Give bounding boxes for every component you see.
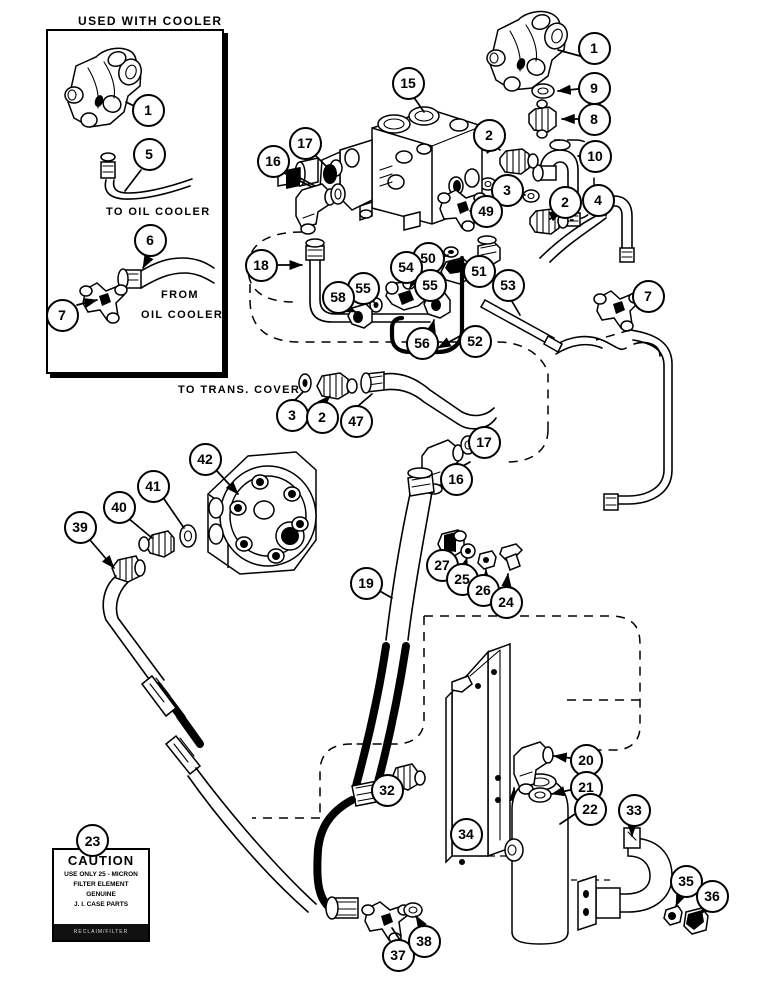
callout-1: 1 (131, 93, 165, 127)
callout-18: 18 (244, 248, 278, 282)
callout-4: 4 (581, 183, 615, 217)
inset-hose-to-cooler (100, 152, 193, 200)
callout-35: 35 (669, 864, 703, 898)
oring-3-mid (479, 177, 540, 203)
callout-24: 24 (489, 585, 523, 619)
inset-title: USED WITH COOLER (78, 14, 223, 28)
caution-line-1: USE ONLY 25 - MICRON (64, 871, 138, 878)
callout-40: 40 (102, 490, 136, 524)
dashed-outline-lower (424, 615, 641, 751)
callout-7: 7 (45, 298, 79, 332)
caution-line-4: J. I. CASE PARTS (73, 901, 129, 908)
callout-9: 9 (577, 71, 611, 105)
oring-21 (528, 786, 571, 803)
callout-8: 8 (577, 102, 611, 136)
callout-22: 22 (573, 792, 607, 826)
parts-cluster-50-56 (342, 235, 563, 355)
caution-decal: CAUTION USE ONLY 25 - MICRON FILTER ELEM… (52, 848, 150, 942)
callout-39: 39 (63, 510, 97, 544)
callout-1: 1 (577, 31, 611, 65)
callout-2: 2 (305, 400, 339, 434)
callout-49: 49 (469, 194, 503, 228)
callout-6: 6 (133, 223, 167, 257)
callout-36: 36 (695, 879, 729, 913)
tee-37 (361, 901, 427, 944)
tee-fitting-right (593, 290, 642, 332)
callout-15: 15 (391, 66, 425, 100)
callout-16: 16 (439, 462, 473, 496)
callout-34: 34 (449, 817, 483, 851)
callout-17: 17 (467, 425, 501, 459)
callout-7: 7 (631, 279, 665, 313)
callout-52: 52 (458, 324, 492, 358)
caution-line-3: GENUINE (86, 891, 116, 898)
caution-line-2: FILTER ELEMENT (73, 881, 129, 888)
inset-hose-from-cooler (117, 252, 215, 290)
callout-56: 56 (405, 326, 439, 360)
pump-assembly-top (486, 10, 581, 92)
hose-lower-left (313, 796, 359, 920)
label-from: FROM (161, 289, 199, 301)
callout-16: 16 (256, 144, 290, 178)
callout-38: 38 (407, 924, 441, 958)
caution-title: CAUTION (67, 853, 135, 868)
mounting-strap-33 (577, 821, 673, 932)
callout-19: 19 (349, 566, 383, 600)
oring-17-upper (330, 183, 346, 205)
strap-hardware (663, 891, 713, 935)
elbow-16-upper (295, 183, 336, 235)
elbow-20 (513, 741, 571, 795)
callout-47: 47 (339, 404, 373, 438)
suction-hose-19 (351, 467, 435, 807)
inset-tee-fitting (76, 282, 128, 324)
pump-inlet-parts (89, 495, 317, 913)
label-oil-cooler: OIL COOLER (141, 309, 224, 321)
caution-part-number-bar: RECLAIM/FILTER (54, 924, 148, 940)
tube-18 (275, 238, 431, 323)
callout-53: 53 (491, 268, 525, 302)
callout-55: 55 (413, 268, 447, 302)
label-to-oil-cooler: TO OIL COOLER (106, 206, 211, 218)
callout-5: 5 (132, 137, 166, 171)
trans-cover-parts (294, 371, 497, 430)
connector-8 (528, 99, 579, 139)
callout-32: 32 (370, 773, 404, 807)
callout-33: 33 (617, 793, 651, 827)
callout-17: 17 (288, 126, 322, 160)
long-return-tube (555, 329, 673, 511)
label-to-trans-cover: TO TRANS. COVER (178, 384, 301, 396)
hydraulic-pump-42 (207, 451, 317, 575)
callout-23: 23 (76, 824, 109, 857)
callout-3: 3 (275, 398, 309, 432)
callout-41: 41 (136, 469, 170, 503)
dashed-outline-upper (247, 231, 303, 303)
callout-51: 51 (462, 254, 496, 288)
inset-steering-valve (64, 47, 152, 128)
callout-42: 42 (188, 442, 222, 476)
callout-58: 58 (321, 280, 355, 314)
callout-10: 10 (578, 139, 612, 173)
oring-9 (531, 83, 579, 99)
callout-2: 2 (548, 185, 582, 219)
callout-2: 2 (472, 118, 506, 152)
